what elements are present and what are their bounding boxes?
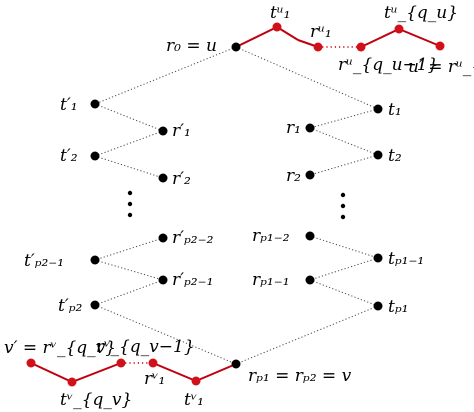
node-ru1 xyxy=(313,42,323,52)
label-u-prime: u′ = rᵘ_{q_u} xyxy=(408,57,474,77)
label-tv1: tᵛ₁ xyxy=(184,390,204,410)
label-v-prime: v′ = rᵛ_{q_v} xyxy=(4,338,116,358)
node-r1 xyxy=(305,123,315,133)
label-t2-prime: t′₂ xyxy=(60,146,78,166)
node-rv-q-minus-1 xyxy=(116,358,126,368)
label-ru1: rᵘ₁ xyxy=(310,22,332,42)
node-ru-q-minus-1 xyxy=(356,42,366,52)
node-tu1 xyxy=(272,22,282,32)
node-t2-prime xyxy=(90,151,100,161)
right-chain-edges xyxy=(235,46,379,365)
node-tv1 xyxy=(191,376,201,386)
node-root xyxy=(231,42,241,52)
label-r2-prime: r′₂ xyxy=(172,169,191,189)
right-ellipsis xyxy=(340,192,346,220)
label-t1-prime: t′₁ xyxy=(60,95,78,115)
node-labels: r₀ = u t′₁ r′₁ t′₂ r′₂ r′ₚ₂₋₂ t′ₚ₂₋₁ r′ₚ… xyxy=(4,3,474,410)
node-r-p2-minus-2-prime xyxy=(158,233,168,243)
label-r-p2-minus-1-prime: r′ₚ₂₋₁ xyxy=(172,270,213,290)
label-rv1: rᵛ₁ xyxy=(144,369,165,389)
label-t2: t₂ xyxy=(388,146,402,166)
label-t-p2-minus-1-prime: t′ₚ₂₋₁ xyxy=(24,251,64,271)
node-tu-q xyxy=(394,24,404,34)
node-t-p2-minus-1-prime xyxy=(90,255,100,265)
label-bottom-v: rₚ₁ = rₚ₂ = v xyxy=(248,366,352,386)
node-rv1 xyxy=(148,358,158,368)
node-r2 xyxy=(305,170,315,180)
label-r1-prime: r′₁ xyxy=(172,121,191,141)
label-rv-q-minus-1: rᵛ_{q_v−1} xyxy=(96,337,195,357)
label-tu-q: tᵘ_{q_u} xyxy=(384,3,458,23)
label-t-p2-prime: t′ₚ₂ xyxy=(58,296,82,316)
node-r1-prime xyxy=(158,126,168,136)
label-tv-q: tᵛ_{q_v} xyxy=(60,390,132,410)
black-nodes xyxy=(90,42,383,369)
left-ellipsis xyxy=(127,190,133,218)
node-u-prime xyxy=(435,41,445,51)
node-t-p1 xyxy=(373,301,383,311)
label-r-p2-minus-2-prime: r′ₚ₂₋₂ xyxy=(172,228,214,248)
node-r-p1-minus-2 xyxy=(305,231,315,241)
node-t1 xyxy=(373,104,383,114)
node-r-p1-minus-1 xyxy=(305,275,315,285)
node-tv-q xyxy=(67,377,77,387)
top-red-path xyxy=(235,26,441,48)
label-t1: t₁ xyxy=(388,100,402,120)
node-t-p2-prime xyxy=(90,300,100,310)
label-r1: r₁ xyxy=(286,118,301,138)
node-t-p1-minus-1 xyxy=(373,253,383,263)
node-bottom-v xyxy=(231,359,241,369)
bottom-red-path xyxy=(30,362,237,383)
label-r-p1-minus-1: rₚ₁₋₁ xyxy=(252,270,290,290)
label-t-p1-minus-1: tₚ₁₋₁ xyxy=(388,249,424,269)
label-t-p1: tₚ₁ xyxy=(388,297,408,317)
node-r2-prime xyxy=(158,173,168,183)
node-t2 xyxy=(373,150,383,160)
label-r-p1-minus-2: rₚ₁₋₂ xyxy=(252,226,290,246)
node-t1-prime xyxy=(90,99,100,109)
label-root: r₀ = u xyxy=(166,36,217,56)
label-r2: r₂ xyxy=(286,166,301,186)
node-r-p2-minus-1-prime xyxy=(158,275,168,285)
node-v-prime xyxy=(26,358,36,368)
label-tu1: tᵘ₁ xyxy=(270,3,290,23)
label-ru-q-minus-1: rᵘ_{q_u−1} xyxy=(338,55,438,75)
left-chain-edges xyxy=(94,46,237,365)
red-nodes xyxy=(26,22,445,387)
